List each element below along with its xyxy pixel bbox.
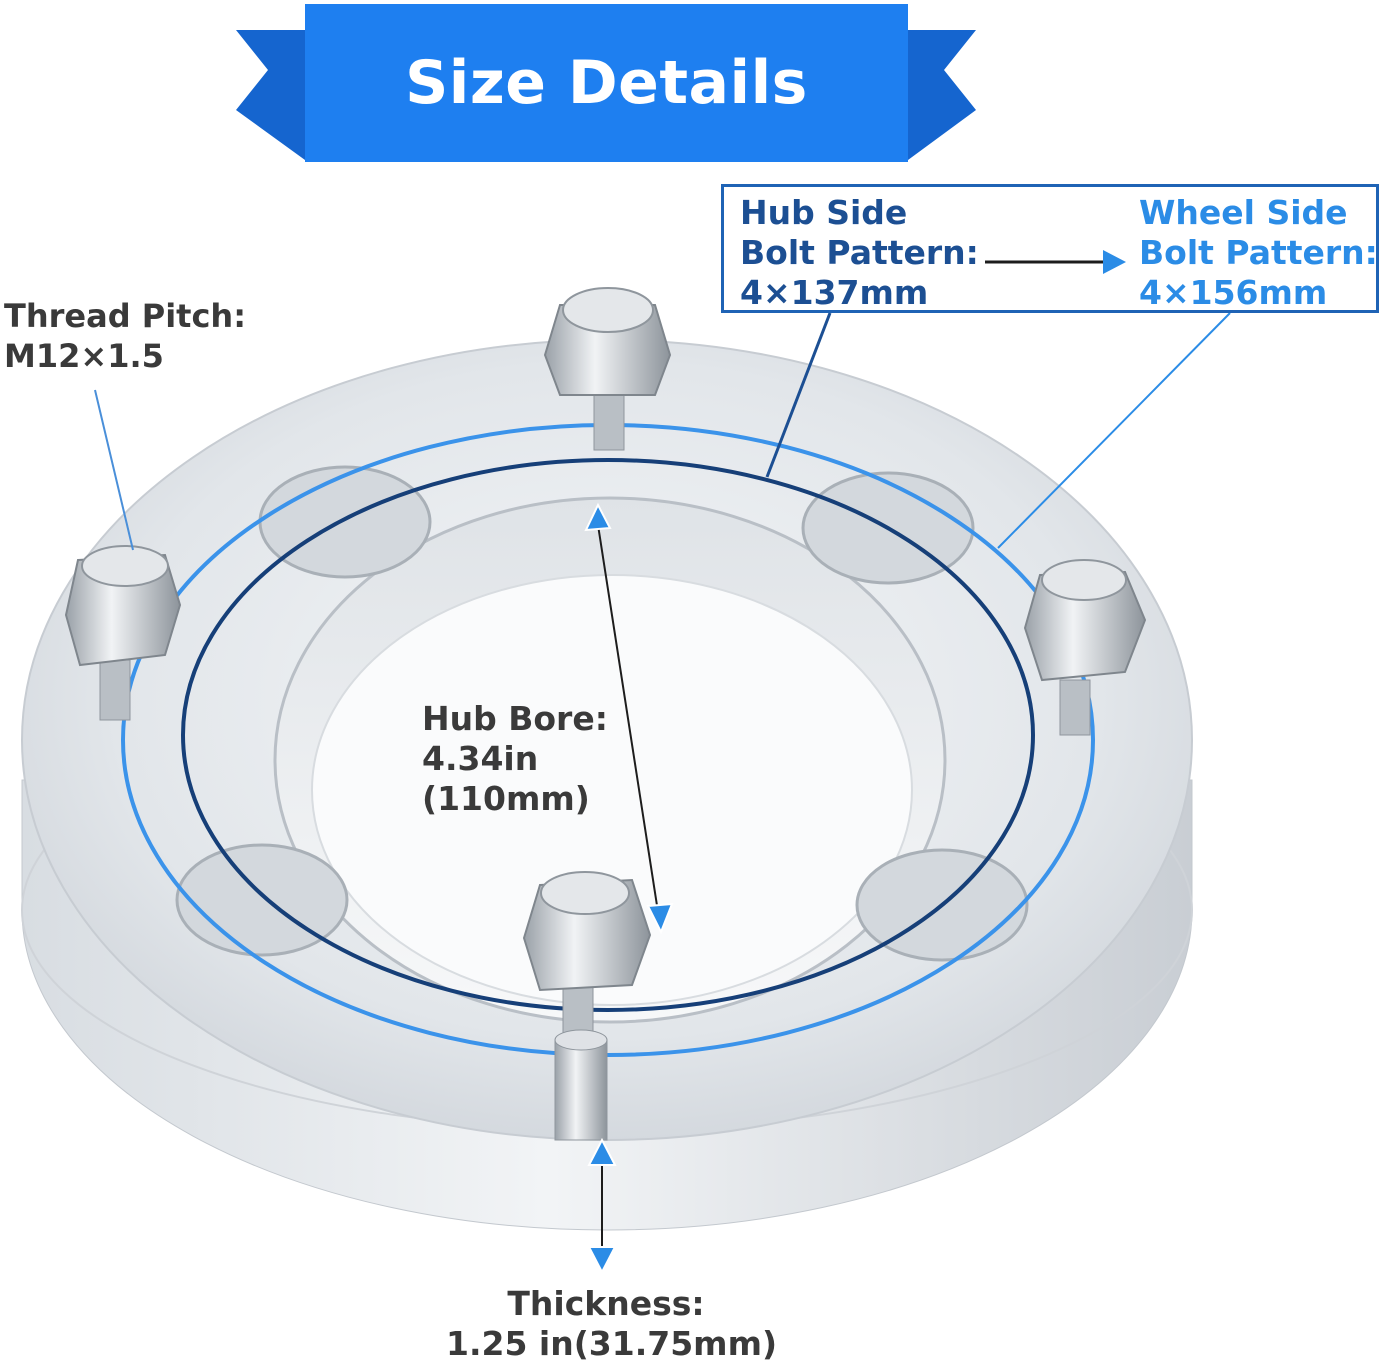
banner-right-fold <box>908 30 976 160</box>
banner-left-fold <box>236 30 305 160</box>
stud-top <box>543 287 672 451</box>
hub-side-leader <box>765 312 832 478</box>
wheel-side-leader <box>997 312 1231 549</box>
bolt-pocket-top-left <box>258 465 432 579</box>
hub-bore-title: Hub Bore: <box>422 699 608 738</box>
wheel-side-subtitle: Bolt Pattern: <box>1139 233 1378 272</box>
stud-front <box>554 1029 608 1141</box>
thickness-label: Thickness: 1.25 in(31.75mm) <box>446 1284 778 1364</box>
hub-side-subtitle: Bolt Pattern: <box>740 233 979 272</box>
hub-bore-label: Hub Bore: 4.34in (110mm) <box>422 699 608 819</box>
thickness-value: 1.25 in(31.75mm) <box>446 1324 778 1363</box>
hub-bore-mm: (110mm) <box>422 779 590 818</box>
hub-side-title: Hub Side <box>740 193 908 232</box>
stud-bottom <box>522 871 652 1041</box>
banner <box>236 4 976 162</box>
stud-left <box>64 545 182 721</box>
hub-side-value: 4×137mm <box>740 273 929 312</box>
hub-side-label: Hub Side Bolt Pattern: 4×137mm <box>740 193 979 313</box>
bolt-pattern-box <box>721 184 1379 313</box>
hub-side-bolt-circle <box>181 458 1035 1012</box>
thickness-title: Thickness: <box>507 1284 705 1323</box>
hub-bore-inner <box>311 574 913 1006</box>
hub-bore-dimension-arrow <box>584 502 674 935</box>
thread-pitch-value: M12×1.5 <box>4 337 164 375</box>
thread-pitch-leader <box>94 389 134 551</box>
wheel-side-title: Wheel Side <box>1139 193 1348 232</box>
thread-pitch-title: Thread Pitch: <box>4 297 246 335</box>
stud-right <box>1023 559 1147 736</box>
banner-body <box>305 4 908 162</box>
hub-bore-inches: 4.34in <box>422 739 539 778</box>
banner-title: Size Details <box>405 48 808 118</box>
spacer-body <box>21 339 1193 1231</box>
thread-pitch-label: Thread Pitch: M12×1.5 <box>4 296 246 376</box>
wheel-side-label: Wheel Side Bolt Pattern: 4×156mm <box>1139 193 1378 313</box>
thickness-dimension-arrow <box>587 1137 617 1275</box>
wheel-side-value: 4×156mm <box>1139 273 1328 312</box>
